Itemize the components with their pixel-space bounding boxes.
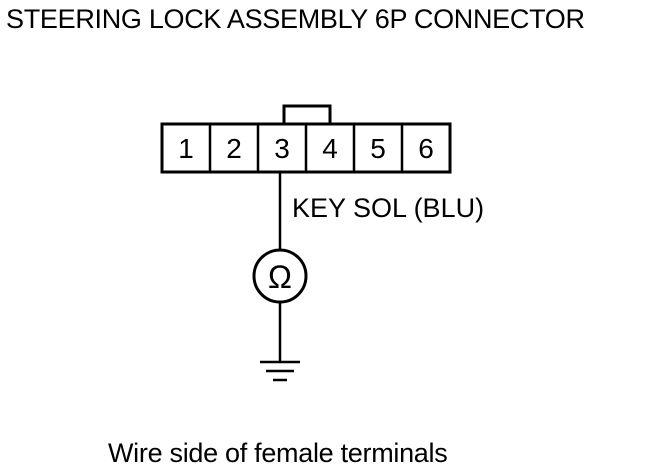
terminal-6: 6 — [418, 133, 434, 164]
terminal-dividers — [208, 124, 404, 172]
diagram-title: STEERING LOCK ASSEMBLY 6P CONNECTOR — [6, 4, 585, 34]
terminal-numbers: 1 2 3 4 5 6 — [178, 133, 434, 164]
ohmmeter-icon: Ω — [252, 248, 308, 304]
ground-icon — [260, 360, 300, 382]
terminal-3: 3 — [274, 133, 290, 164]
wire-label: KEY SOL (BLU) — [292, 193, 484, 223]
terminal-5: 5 — [370, 133, 386, 164]
terminal-2: 2 — [226, 133, 242, 164]
terminal-4: 4 — [322, 133, 338, 164]
terminal-1: 1 — [178, 133, 194, 164]
diagram-caption: Wire side of female terminals — [108, 438, 448, 468]
terminal-bridge — [282, 104, 332, 124]
ohm-symbol: Ω — [268, 259, 292, 295]
